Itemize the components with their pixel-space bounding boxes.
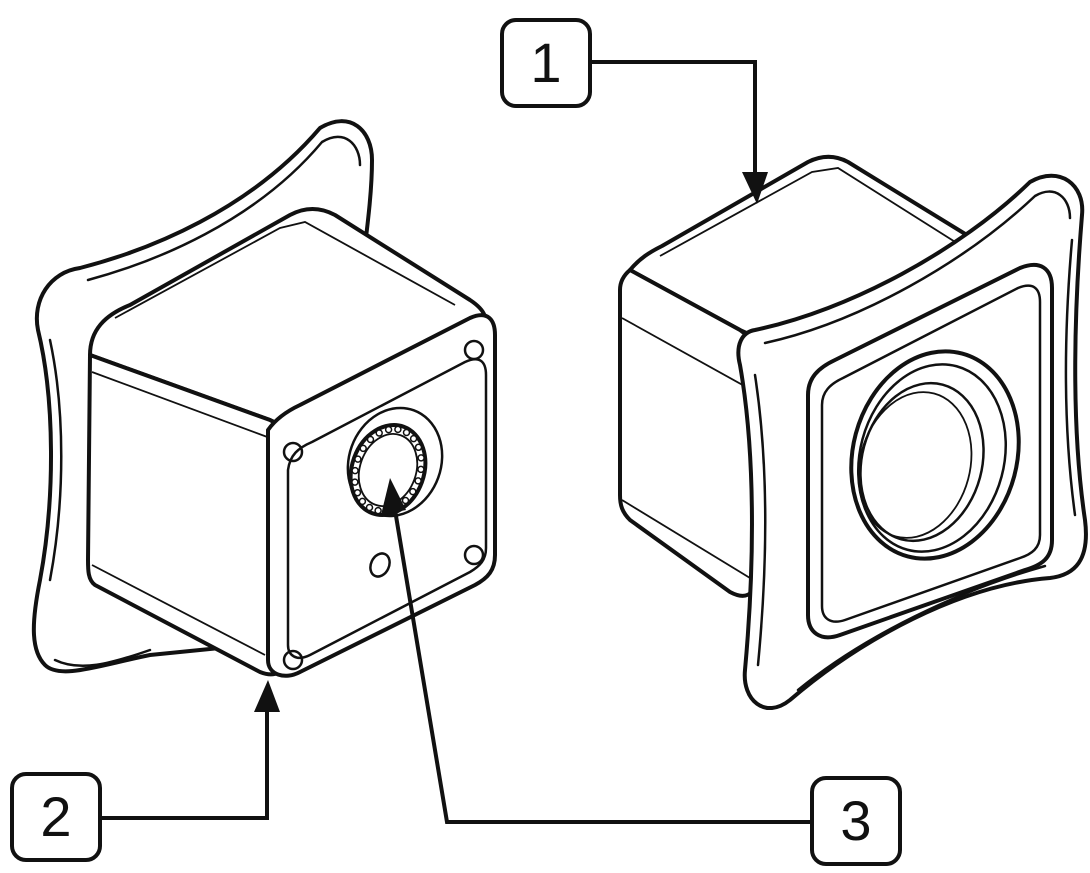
connector-pin [359,444,367,453]
lens [849,349,1021,561]
left-device [31,119,497,678]
connector-pin [354,455,362,463]
right-device [618,154,1088,711]
connector-pin [402,428,411,437]
callout-3: 3 [381,478,902,866]
screw-icon [282,441,304,463]
connector-pin [401,496,410,505]
connector-pin [417,465,425,474]
connector-pin [375,429,383,437]
screw-icon [463,339,485,361]
connector-pin [374,506,382,515]
callout-2: 2 [10,680,280,862]
callout-label-2: 2 [40,785,71,848]
connector-pin [414,443,423,452]
connector-pin [384,425,393,434]
connector-pin [351,466,359,475]
small-hole [369,552,391,578]
left-rear-plate-inner [286,358,488,660]
connector-pin [409,487,417,496]
connector-pin [351,478,359,486]
callout-label-1: 1 [530,31,561,94]
connector-pin [394,425,402,434]
left-flange-inner-edge [86,135,362,282]
lens-bezel [806,262,1054,640]
callout-label-3: 3 [840,789,871,852]
connector-pin [365,503,374,512]
connector-pin [414,477,422,485]
connector-pin [358,497,367,506]
screw-icon [463,544,485,566]
callout-1: 1 [500,18,768,204]
connector-pin [409,434,418,443]
connector-pin [366,435,375,444]
connector-pin [353,488,362,497]
connector-pin [417,454,425,462]
screw-icon [282,649,304,671]
connector [346,406,444,578]
